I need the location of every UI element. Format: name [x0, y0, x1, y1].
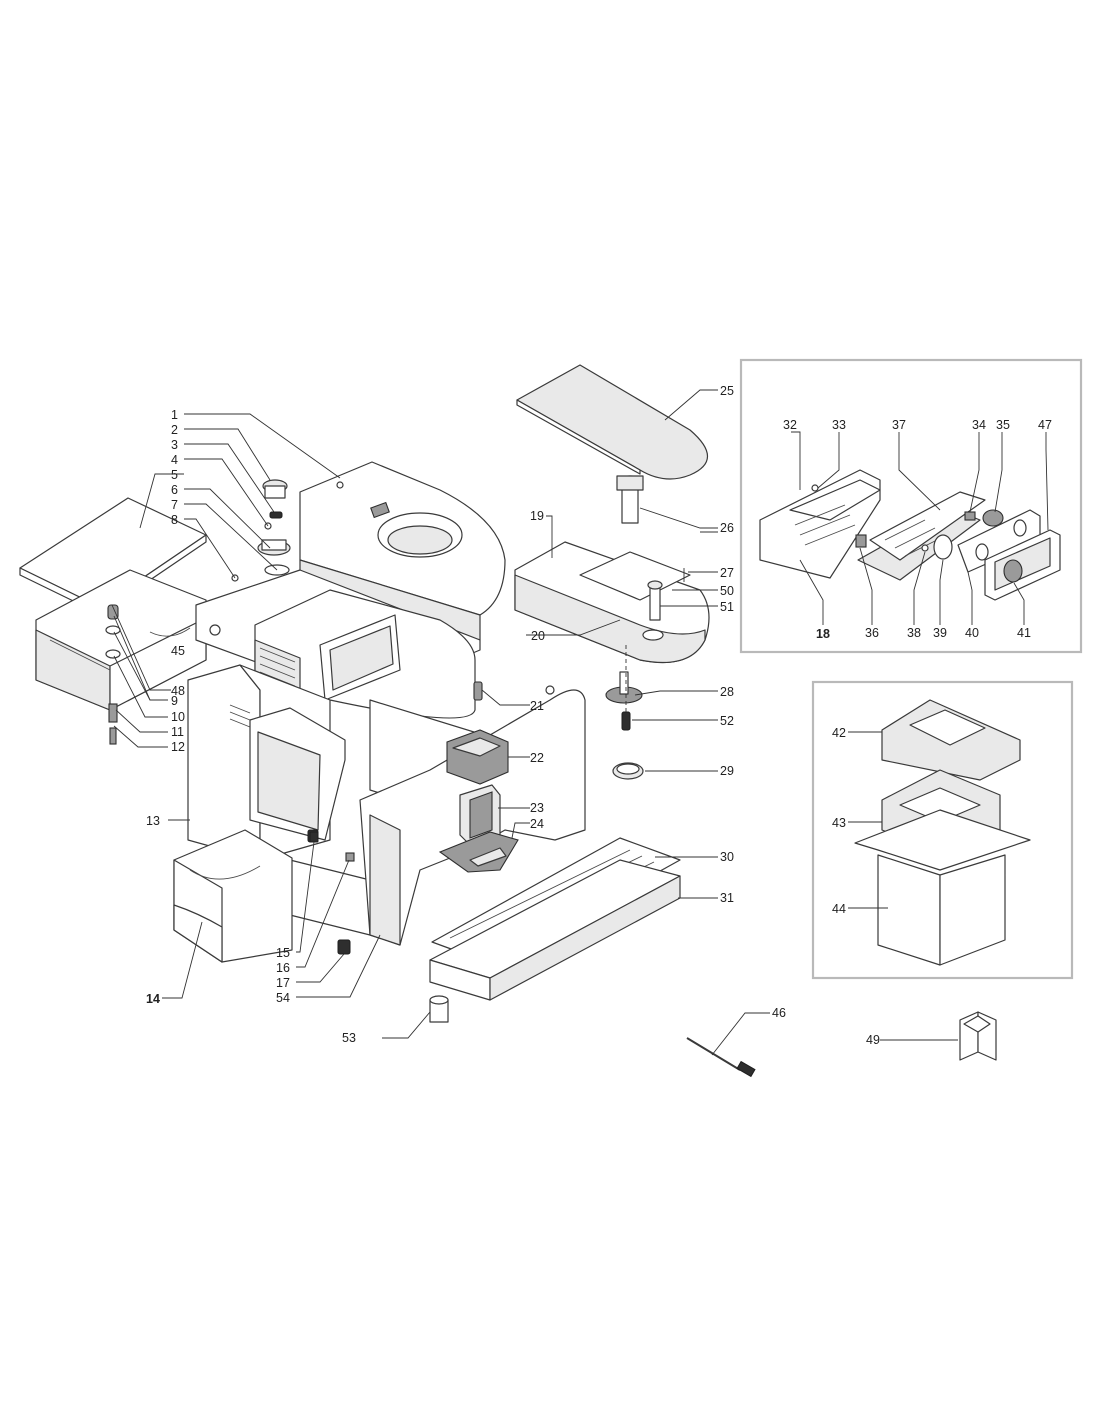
label-43: 43	[832, 816, 846, 830]
clip-16	[345, 852, 355, 862]
bean-container	[514, 541, 710, 664]
label-34: 34	[972, 418, 986, 432]
label-31: 31	[720, 891, 734, 905]
coupling-52	[621, 711, 631, 731]
selector-knob-41	[1003, 559, 1023, 583]
knob-39	[933, 534, 953, 560]
box-44	[854, 809, 1031, 966]
label-12: 12	[171, 740, 185, 754]
screw-33	[811, 484, 819, 492]
screw-38	[921, 544, 929, 552]
label-45: 45	[171, 644, 185, 658]
label-19: 19	[530, 509, 544, 523]
label-38: 38	[907, 626, 921, 640]
label-50: 50	[720, 584, 734, 598]
label-1: 1	[171, 408, 178, 422]
foot-17	[337, 939, 351, 955]
leader-lines	[111, 389, 1049, 1056]
label-25: 25	[720, 384, 734, 398]
valve-21	[473, 681, 483, 701]
spring-15	[309, 831, 319, 843]
label-6: 6	[171, 483, 178, 497]
cleaning-brush	[686, 1037, 756, 1078]
label-33: 33	[832, 418, 846, 432]
label-20: 20	[531, 629, 545, 643]
label-2: 2	[171, 423, 178, 437]
label-22: 22	[530, 751, 544, 765]
control-panel-frame-32	[759, 469, 881, 579]
label-36: 36	[865, 626, 879, 640]
label-42: 42	[832, 726, 846, 740]
label-53: 53	[342, 1031, 356, 1045]
holder-6	[257, 539, 291, 556]
label-41: 41	[1017, 626, 1031, 640]
packaging-inset-frame	[811, 680, 1074, 980]
brew-unit-23	[459, 784, 501, 846]
label-54: 54	[276, 991, 290, 1005]
part-labels: 1 2 3 4 5 6 7 8 45 9 48 10 11 12 13 14 1…	[146, 384, 1052, 1047]
foot-53	[429, 995, 449, 1023]
seal-ring	[612, 762, 644, 780]
trim-47	[984, 529, 1061, 601]
switch-36	[855, 534, 867, 548]
label-40: 40	[965, 626, 979, 640]
label-13: 13	[146, 814, 160, 828]
label-16: 16	[276, 961, 290, 975]
label-11: 11	[171, 725, 184, 739]
label-14: 14	[146, 992, 160, 1006]
brew-unit-22	[446, 729, 509, 785]
label-32: 32	[783, 418, 797, 432]
label-24: 24	[530, 817, 544, 831]
spindle	[616, 475, 644, 524]
label-37: 37	[892, 418, 906, 432]
label-44: 44	[832, 902, 846, 916]
label-39: 39	[933, 626, 947, 640]
spring-34	[964, 511, 976, 521]
drive-gear	[605, 671, 643, 704]
label-21: 21	[530, 699, 544, 713]
label-17: 17	[276, 976, 290, 990]
label-47: 47	[1038, 418, 1052, 432]
water-tank	[35, 569, 207, 745]
drip-tray	[429, 859, 681, 1001]
label-18: 18	[816, 627, 830, 641]
grinder-housing	[254, 589, 476, 719]
label-9: 9	[171, 694, 178, 708]
foam-insert-42	[881, 699, 1021, 781]
grounds-drawer	[173, 829, 293, 963]
label-23: 23	[530, 801, 544, 815]
label-30: 30	[720, 850, 734, 864]
cup-warmer-plate	[516, 364, 708, 480]
label-35: 35	[996, 418, 1010, 432]
label-15: 15	[276, 946, 290, 960]
label-28: 28	[720, 685, 734, 699]
label-51: 51	[720, 600, 734, 614]
brew-unit-24	[438, 831, 519, 873]
label-3: 3	[171, 438, 178, 452]
label-27: 27	[720, 566, 734, 580]
label-48: 48	[171, 684, 185, 698]
label-46: 46	[772, 1006, 786, 1020]
label-8: 8	[171, 513, 178, 527]
label-10: 10	[171, 710, 185, 724]
label-52: 52	[720, 714, 734, 728]
label-29: 29	[720, 764, 734, 778]
label-5: 5	[171, 468, 178, 482]
control-panel-inset-frame	[739, 358, 1083, 654]
washer-3	[269, 511, 283, 519]
circuit-board-37	[857, 491, 986, 581]
label-49: 49	[866, 1033, 880, 1047]
label-26: 26	[720, 521, 734, 535]
cap-2	[262, 479, 288, 499]
label-7: 7	[171, 498, 178, 512]
label-4: 4	[171, 453, 178, 467]
inner-module	[249, 707, 346, 843]
instruction-manual	[959, 1011, 997, 1061]
front-bezel-40	[957, 509, 1041, 573]
button-35	[982, 509, 1004, 527]
